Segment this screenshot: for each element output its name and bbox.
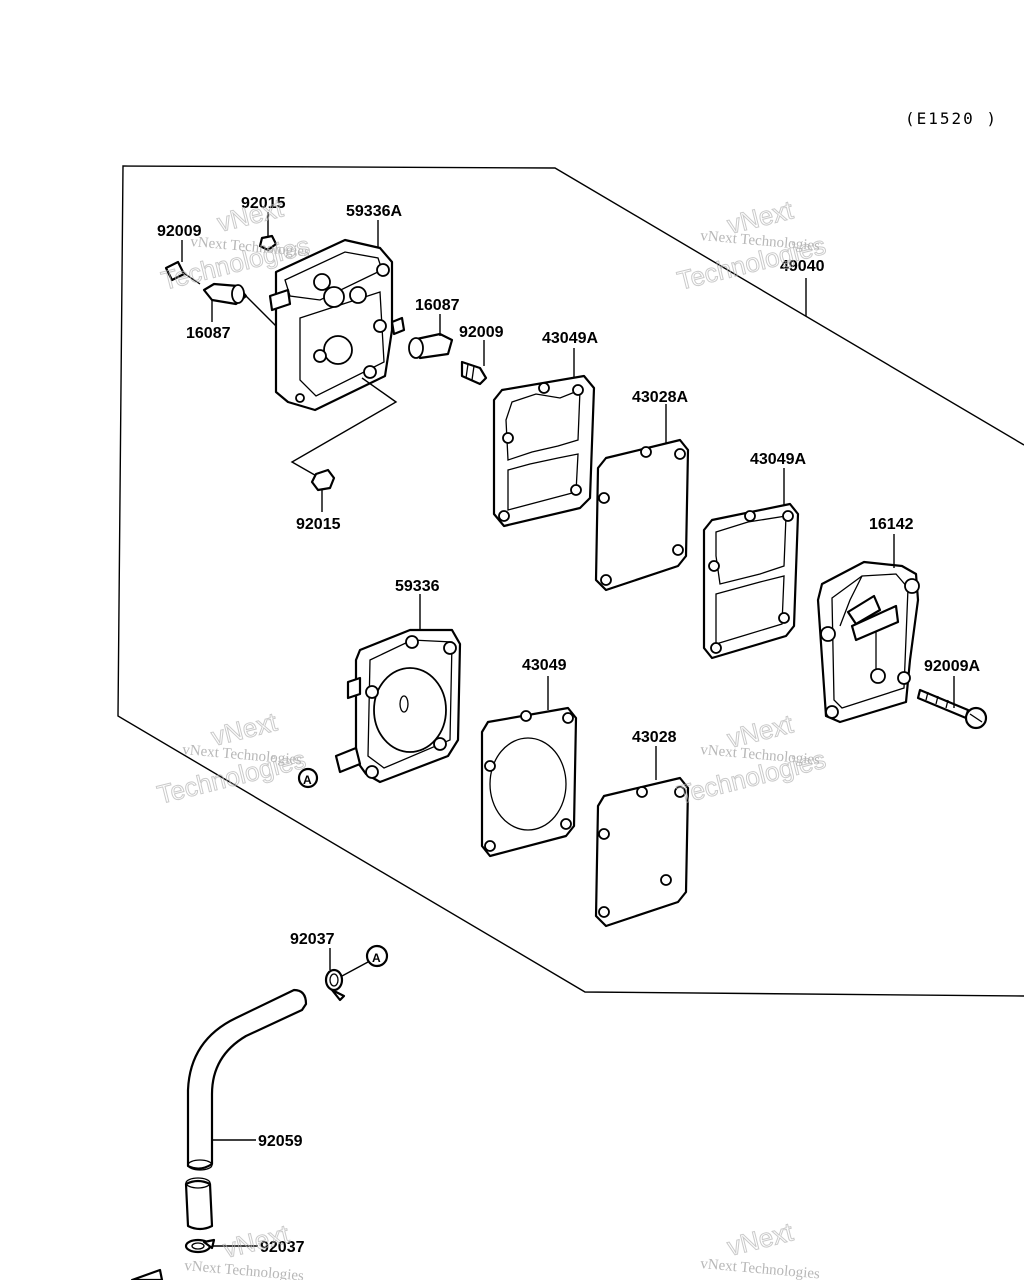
- svg-text:vNext: vNext: [724, 1216, 796, 1261]
- screw-92009-mid: [460, 360, 488, 386]
- label-59336: 59336: [395, 578, 440, 595]
- svg-text:vNext Technologies: vNext Technologies: [184, 1258, 305, 1280]
- watermark-mid-right: vNext vNext Technologies Technologies: [674, 708, 830, 810]
- label-92037-top: 92037: [290, 931, 335, 948]
- clip-92037-bottom: [184, 1238, 216, 1254]
- cover-16142: [816, 560, 920, 724]
- svg-text:A: A: [372, 951, 381, 965]
- svg-text:vNext: vNext: [214, 192, 286, 237]
- clip-92037-top: [324, 968, 346, 1002]
- label-43049: 43049: [522, 657, 567, 674]
- leader-ref-a-clip: [341, 961, 369, 977]
- watermark-top-right: vNext vNext Technologies Technologies: [674, 194, 830, 296]
- watermark-bottom-right: vNext vNext Technologies: [700, 1216, 821, 1280]
- label-92059: 92059: [258, 1133, 303, 1150]
- gasket-43049: [480, 706, 578, 858]
- label-16087-left: 16087: [186, 325, 231, 342]
- label-92009-mid: 92009: [459, 324, 504, 341]
- label-43049A-2: 43049A: [750, 451, 806, 468]
- bolt-92009A: [916, 688, 988, 730]
- gasket-43049A-1: [492, 374, 596, 528]
- nut-92015-bottom: [310, 468, 336, 492]
- svg-text:vNext Technologies: vNext Technologies: [700, 1256, 821, 1280]
- gasket-43049A-2: [702, 502, 800, 660]
- fitting-16087-right: [408, 332, 454, 360]
- hose-92059: [184, 988, 308, 1231]
- label-16087-right: 16087: [415, 297, 460, 314]
- svg-text:A: A: [303, 773, 312, 787]
- leader-92015-bottom: [290, 377, 398, 479]
- label-43028A: 43028A: [632, 389, 688, 406]
- label-92037-bottom: 92037: [260, 1239, 305, 1256]
- pump-body-59336A: [268, 238, 406, 412]
- leader-16087-left-b: [245, 295, 277, 327]
- fitting-16087-left: [202, 282, 248, 306]
- svg-text:vNext: vNext: [220, 1218, 292, 1263]
- screw-92009-left: [164, 260, 201, 285]
- pump-body-59336: [334, 628, 462, 784]
- label-49040: 49040: [780, 258, 825, 275]
- label-43049A-1: 43049A: [542, 330, 598, 347]
- label-43028: 43028: [632, 729, 677, 746]
- ref-a-clip-mark: A: [365, 944, 389, 968]
- watermark-mid-left: vNext vNext Technologies Technologies: [154, 706, 310, 810]
- gasket-43028: [594, 776, 690, 928]
- assembly-outline: [117, 165, 1024, 997]
- label-92009A: 92009A: [924, 658, 980, 675]
- label-92015-top: 92015: [241, 195, 286, 212]
- gasket-43028A: [594, 438, 690, 592]
- label-16142: 16142: [869, 516, 914, 533]
- label-92015-bottom: 92015: [296, 516, 341, 533]
- nut-92015-top: [258, 234, 278, 252]
- diagram-code: (E1520 ): [905, 109, 998, 128]
- label-59336A: 59336A: [346, 203, 402, 220]
- ref-a-bolt-mark: A: [297, 767, 319, 789]
- hose-fragment: [130, 1268, 164, 1280]
- label-92009-left: 92009: [157, 223, 202, 240]
